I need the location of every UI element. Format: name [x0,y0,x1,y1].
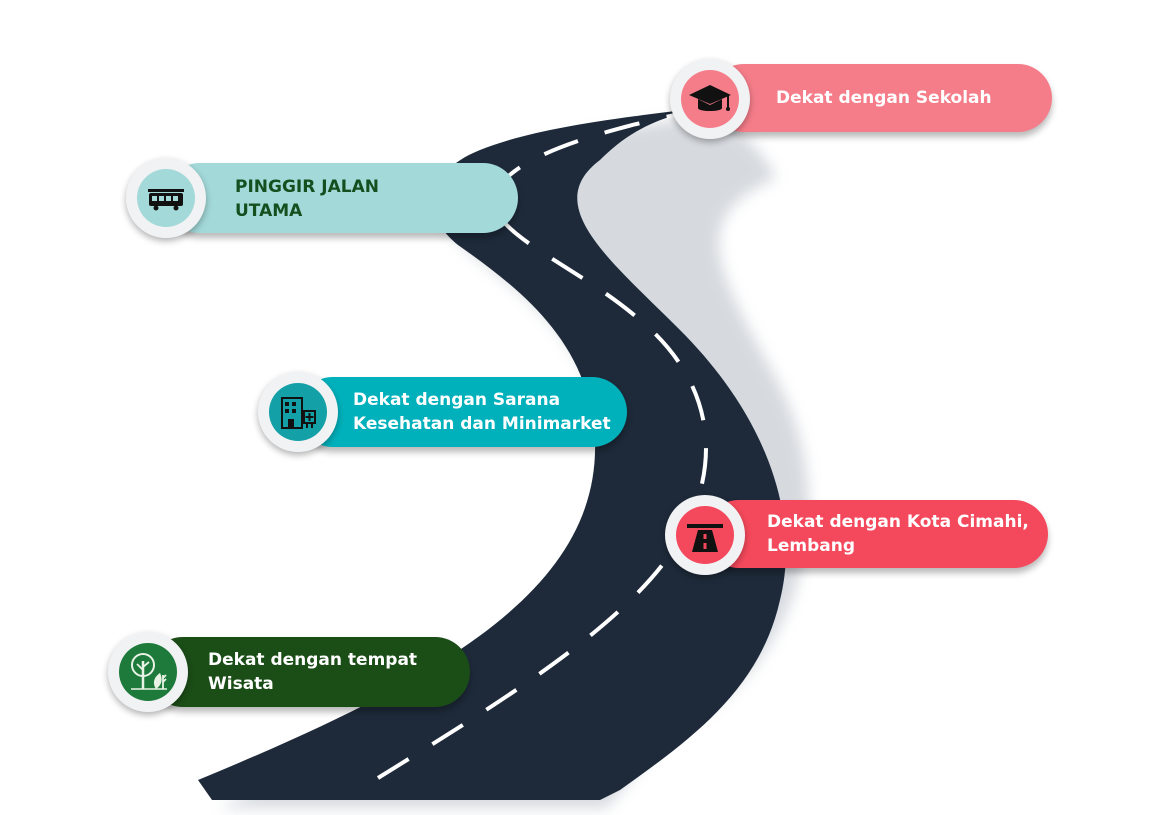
graduation-cap-icon [689,85,731,111]
item-sekolah-icon-badge [670,59,750,139]
item-sekolah-label: Dekat dengan Sekolah [776,88,992,108]
item-wisata-label: Dekat dengan tempat Wisata [208,650,418,694]
bus-icon [148,189,184,211]
item-kesehatan-card [298,377,627,447]
highway-icon [687,524,723,552]
item-jalan-utama-card [165,163,518,233]
road [198,108,786,800]
item-wisata-card [148,637,470,707]
item-sekolah-card [710,64,1052,132]
tree-icon [131,653,167,690]
item-cimahi-icon-badge [665,495,745,575]
item-jalan-utama-icon-badge [126,158,206,238]
building-icon [281,397,316,429]
item-cimahi-label: Dekat dengan Kota Cimahi, Lembang [767,512,1029,556]
item-cimahi-card [705,500,1048,568]
item-wisata-icon-badge [108,632,188,712]
item-kesehatan-icon-badge [258,372,338,452]
item-kesehatan-label: Dekat dengan Sarana Kesehatan dan Minima… [353,390,611,434]
item-jalan-utama-label: PINGGIR JALAN UTAMA [235,177,379,221]
